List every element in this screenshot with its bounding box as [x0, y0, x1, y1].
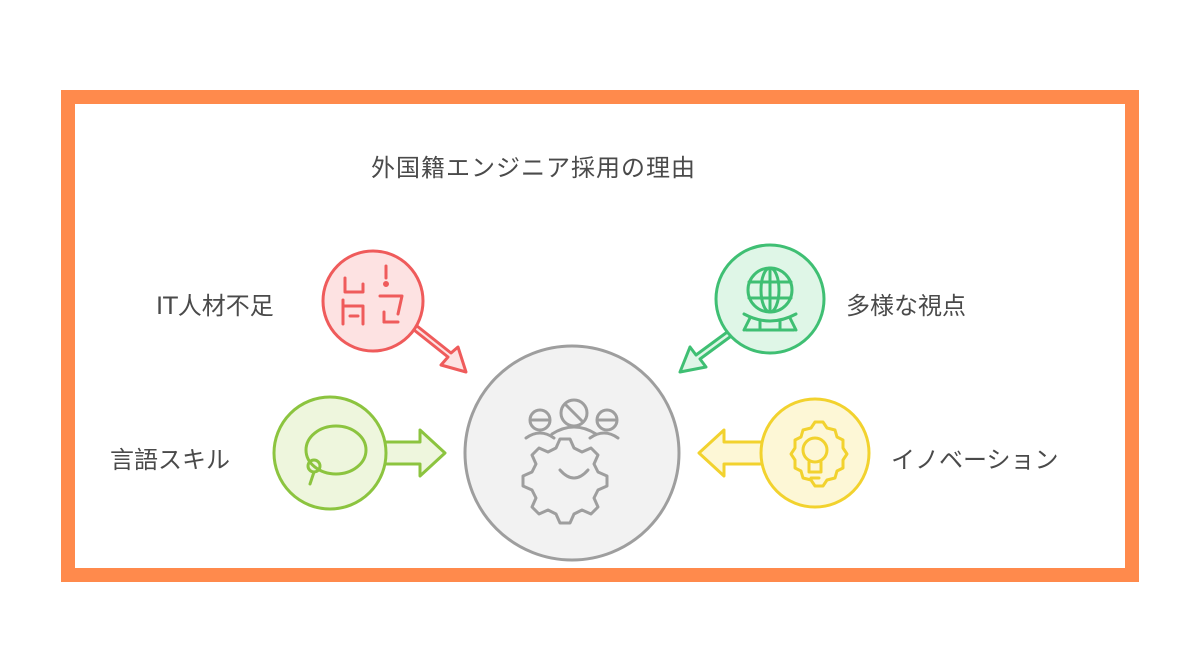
center-node	[463, 344, 681, 562]
reason-node-innovation	[697, 397, 871, 509]
reason-label-it-shortage: IT人材不足	[156, 292, 274, 320]
reason-label-diverse-perspectives: 多様な視点	[846, 292, 966, 320]
office-desk-icon	[341, 264, 404, 326]
globe-icon	[742, 266, 798, 332]
reason-node-diverse-perspectives	[678, 243, 826, 374]
reason-node-it-shortage	[321, 249, 468, 374]
reason-label-language-skills: 言語スキル	[110, 446, 230, 474]
speech-bubble-icon	[304, 424, 368, 486]
lightbulb-gear-icon	[789, 420, 849, 488]
reason-node-language-skills	[272, 395, 447, 511]
diagram-title: 外国籍エンジニア採用の理由	[371, 154, 696, 182]
reason-label-innovation: イノベーション	[891, 446, 1059, 474]
team-gear-icon	[521, 398, 620, 525]
